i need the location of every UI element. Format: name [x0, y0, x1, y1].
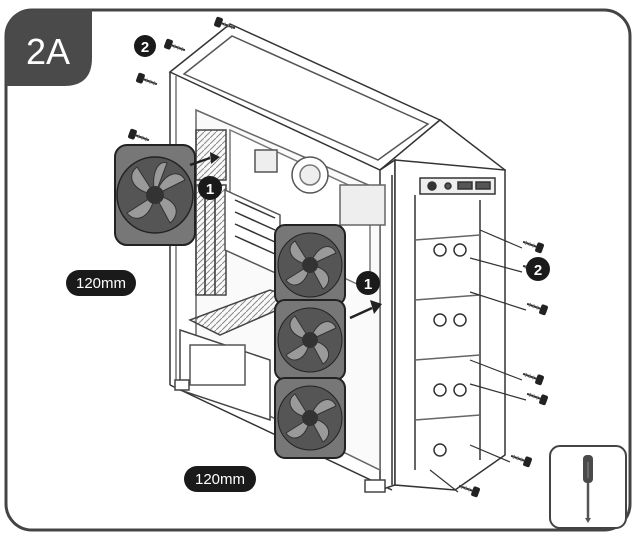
callout-2-top-text: 2 [141, 39, 149, 56]
callout-2-front: 2 [526, 257, 550, 281]
fan-size-label-front-text: 120mm [195, 471, 245, 488]
rear-fan [114, 144, 196, 246]
callout-2-front-text: 2 [534, 262, 542, 279]
rear-fan-arrow [189, 152, 220, 167]
fan-size-label-front: 120mm [184, 466, 256, 492]
front-fan-arrow [349, 300, 382, 320]
callout-1-rear-text: 1 [206, 181, 214, 198]
fan-size-label-rear: 120mm [66, 270, 136, 296]
step-tag: 2A [6, 10, 92, 86]
step-label: 2A [26, 31, 70, 72]
tool-box [549, 445, 627, 529]
front-fan-top [274, 224, 346, 306]
callout-1-front: 1 [356, 271, 380, 295]
callout-1-rear: 1 [198, 176, 222, 200]
front-fan-middle [274, 299, 346, 381]
screw-guide-lines [429, 229, 527, 493]
fan-size-label-rear-text: 120mm [76, 275, 126, 292]
callout-2-top: 2 [134, 35, 156, 57]
screwdriver-icon [583, 455, 593, 523]
callout-1-front-text: 1 [364, 276, 372, 293]
front-fan-bottom [274, 377, 346, 459]
